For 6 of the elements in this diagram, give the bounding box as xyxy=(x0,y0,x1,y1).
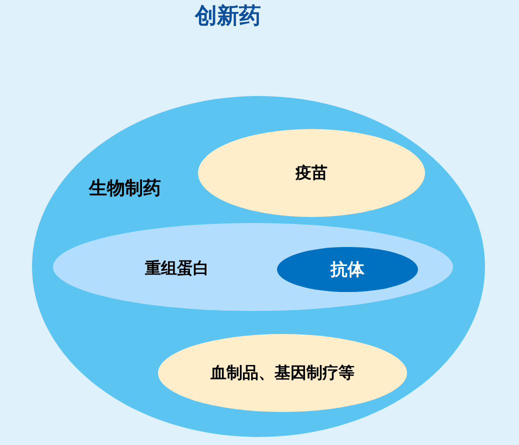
ellipse-label: 重组蛋白 xyxy=(145,258,209,278)
subset-ellipse: 抗体 xyxy=(277,247,418,292)
title: 创新药 xyxy=(195,4,261,30)
subset-ellipse: 疫苗 xyxy=(198,129,425,217)
subset-ellipse: 血制品、基因制疗等 xyxy=(158,334,407,412)
ellipse-label: 生物制药 xyxy=(89,178,161,200)
